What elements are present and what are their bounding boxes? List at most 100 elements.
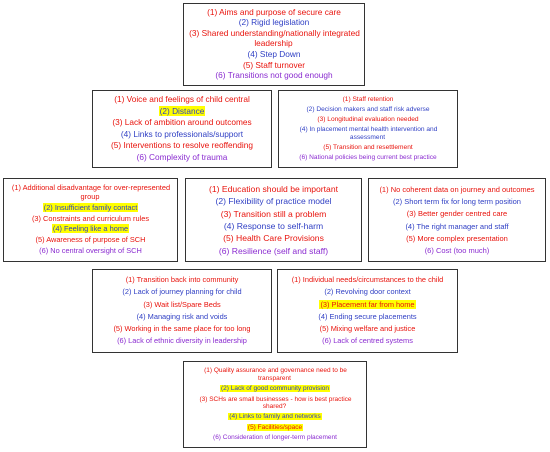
theme-item: (4) Response to self-harm xyxy=(190,221,357,231)
theme-item: (1) No coherent data on journey and outc… xyxy=(373,185,541,194)
theme-item: (5) Staff turnover xyxy=(188,59,360,71)
theme-item-text: (3) Better gender centred care xyxy=(406,209,508,219)
theme-item-text: (2) Short term fix for long term positio… xyxy=(393,197,521,207)
theme-item-text: (1) Education should be important xyxy=(209,184,338,195)
theme-item-text: (5) Awareness of purpose of SCH xyxy=(35,235,146,245)
theme-item-text: (5) Health Care Provisions xyxy=(223,233,324,244)
theme-item-text: (3) Constraints and curriculum rules xyxy=(31,213,150,223)
theme-item-text: (5) Mixing welfare and justice xyxy=(319,323,416,333)
theme-item-text: (6) Cost (too much) xyxy=(424,245,490,255)
theme-box-3: (1) Staff retention(2) Decision makers a… xyxy=(278,90,458,168)
theme-item-text: (1) Voice and feelings of child central xyxy=(114,94,250,105)
theme-item-text: (4) The right manager and staff xyxy=(405,221,509,231)
theme-item-text: (2) Rigid legislation xyxy=(238,17,310,28)
theme-item-text: (2) Revolving door context xyxy=(324,287,411,297)
theme-item: (3) Placement far from home xyxy=(282,299,453,310)
theme-item: (2) Lack of journey planning for child xyxy=(97,287,267,297)
theme-item-text: (1) Individual needs/circumstances to th… xyxy=(291,275,444,285)
theme-item: (4) The right manager and staff xyxy=(373,222,541,231)
theme-item-text: (6) Lack of ethnic diversity in leadersh… xyxy=(117,335,247,345)
theme-item: (5) Transition and resettlement xyxy=(283,144,453,152)
theme-item-text: (2) Distance xyxy=(158,105,206,116)
theme-box-6: (1) No coherent data on journey and outc… xyxy=(368,178,546,262)
theme-item: (1) Transition back into community xyxy=(97,275,267,285)
theme-item: (6) Complexity of trauma xyxy=(97,151,267,163)
theme-item-text: (4) Step Down xyxy=(247,48,301,59)
theme-item: (2) Distance xyxy=(97,105,267,117)
theme-item-text: (2) Lack of good community provision xyxy=(219,385,331,393)
theme-item-text: (1) No coherent data on journey and outc… xyxy=(379,185,535,195)
theme-item-text: (2) Lack of journey planning for child xyxy=(122,287,242,297)
theme-item: (2) Flexibility of practice model xyxy=(190,196,357,206)
theme-item: (4) In placement mental health intervent… xyxy=(283,126,453,142)
theme-item-text: (5) Transition and resettlement xyxy=(323,144,413,151)
theme-item-text: (3) Shared understanding/nationally inte… xyxy=(189,28,360,49)
theme-item: (3) SCHs are small businesses - how is b… xyxy=(188,396,362,412)
theme-item: (4) Feeling like a home xyxy=(8,224,173,234)
theme-item: (1) Additional disadvantage for over-rep… xyxy=(8,182,173,202)
theme-item-text: (6) National policies being current best… xyxy=(299,154,437,161)
theme-item: (4) Links to family and networks xyxy=(188,413,362,421)
theme-item: (3) Lack of ambition around outcomes xyxy=(97,117,267,128)
theme-item: (6) Consideration of longer-term placeme… xyxy=(188,434,362,442)
theme-item: (2) Insufficient family contact xyxy=(8,202,173,213)
theme-item-text: (3) Transition still a problem xyxy=(220,208,327,219)
theme-item: (4) Links to professionals/support xyxy=(97,128,267,140)
theme-item: (6) Lack of ethnic diversity in leadersh… xyxy=(97,335,267,346)
theme-item-text: (1) Additional disadvantage for over-rep… xyxy=(11,182,171,201)
theme-item-text: (4) In placement mental health intervent… xyxy=(299,126,438,141)
theme-item: (3) Constraints and curriculum rules xyxy=(8,213,173,224)
theme-item: (5) Working in the same place for too lo… xyxy=(97,323,267,334)
theme-box-2: (1) Voice and feelings of child central(… xyxy=(92,90,272,168)
theme-box-5: (1) Education should be important(2) Fle… xyxy=(185,178,362,262)
theme-box-1: (1) Aims and purpose of secure care(2) R… xyxy=(183,3,365,86)
theme-item: (1) Individual needs/circumstances to th… xyxy=(282,275,453,285)
theme-item-text: (4) Links to family and networks xyxy=(228,413,322,421)
theme-item: (6) National policies being current best… xyxy=(283,154,453,162)
theme-item: (6) Transitions not good enough xyxy=(188,70,360,81)
theme-item-text: (2) Flexibility of practice model xyxy=(215,196,332,207)
theme-item-text: (2) Insufficient family contact xyxy=(42,202,139,212)
theme-item-text: (4) Feeling like a home xyxy=(51,224,130,234)
theme-item-text: (4) Managing risk and voids xyxy=(136,311,228,321)
theme-item: (3) Transition still a problem xyxy=(190,209,357,219)
theme-item: (2) Short term fix for long term positio… xyxy=(373,197,541,206)
theme-item-text: (3) Wait list/Spare Beds xyxy=(143,299,221,309)
theme-item: (5) Health Care Provisions xyxy=(190,233,357,243)
theme-box-8: (1) Individual needs/circumstances to th… xyxy=(277,269,458,353)
theme-item-text: (6) Lack of centred systems xyxy=(322,335,413,345)
theme-item: (1) Voice and feelings of child central xyxy=(97,94,267,105)
theme-item-text: (1) Transition back into community xyxy=(125,275,239,285)
theme-item: (6) No central oversight of SCH xyxy=(8,246,173,256)
theme-item-text: (3) Placement far from home xyxy=(319,299,416,309)
theme-item-text: (4) Links to professionals/support xyxy=(120,128,244,139)
theme-item-text: (6) Transitions not good enough xyxy=(215,70,333,81)
theme-item: (5) Mixing welfare and justice xyxy=(282,323,453,334)
theme-item: (6) Lack of centred systems xyxy=(282,335,453,346)
theme-item-text: (1) Quality assurance and governance nee… xyxy=(204,367,347,383)
theme-item: (1) Quality assurance and governance nee… xyxy=(188,367,362,383)
theme-item: (6) Cost (too much) xyxy=(373,246,541,255)
theme-item: (3) Wait list/Spare Beds xyxy=(97,299,267,310)
theme-item-text: (3) SCHs are small businesses - how is b… xyxy=(199,395,352,411)
theme-item: (2) Lack of good community provision xyxy=(188,385,362,393)
theme-box-9: (1) Quality assurance and governance nee… xyxy=(183,361,367,448)
theme-item: (5) Facilities/space xyxy=(188,423,362,432)
theme-item: (1) Staff retention xyxy=(283,96,453,104)
theme-box-4: (1) Additional disadvantage for over-rep… xyxy=(3,178,178,262)
theme-item-text: (5) Interventions to resolve reoffending xyxy=(111,140,253,151)
theme-item: (1) Education should be important xyxy=(190,184,357,194)
theme-item-text: (5) Staff turnover xyxy=(242,59,306,70)
theme-item: (5) More complex presentation xyxy=(373,234,541,243)
theme-item: (2) Revolving door context xyxy=(282,287,453,297)
theme-item-text: (1) Aims and purpose of secure care xyxy=(207,6,341,17)
theme-item-text: (6) Consideration of longer-term placeme… xyxy=(213,433,337,441)
theme-item-text: (1) Staff retention xyxy=(342,96,394,104)
theme-item: (5) Interventions to resolve reoffending xyxy=(97,140,267,151)
theme-item: (3) Longitudinal evaluation needed xyxy=(283,116,453,124)
theme-item-text: (5) Working in the same place for too lo… xyxy=(113,323,251,333)
theme-item-text: (5) More complex presentation xyxy=(406,233,508,243)
theme-item-text: (3) Longitudinal evaluation needed xyxy=(317,116,419,124)
theme-item-text: (6) Complexity of trauma xyxy=(136,151,228,162)
theme-item: (1) Aims and purpose of secure care xyxy=(188,6,360,18)
